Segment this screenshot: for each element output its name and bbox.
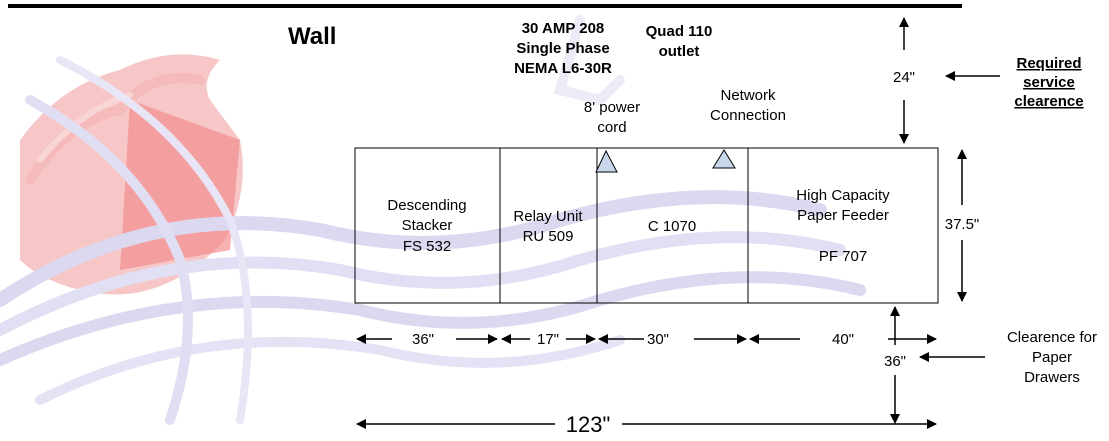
- width-30-value: 30": [647, 331, 669, 348]
- unit-stacker-line-3: FS 532: [403, 238, 451, 255]
- unit-feeder-line-4: PF 707: [819, 248, 867, 265]
- service-clearance-label-3: clearence: [1014, 93, 1083, 110]
- height-dimension: 37.5": [945, 149, 980, 302]
- total-width-dimension: 123": [356, 412, 937, 437]
- network-label-1: Network: [720, 87, 776, 104]
- power-spec-line-1: 30 AMP 208: [522, 20, 605, 37]
- machine-footprint: Descending Stacker FS 532 Relay Unit RU …: [354, 147, 939, 304]
- network-label-2: Connection: [710, 107, 786, 124]
- outlet-spec-line-1: Quad 110: [646, 23, 713, 40]
- width-17-value: 17": [537, 331, 559, 348]
- power-cord-marker: [595, 149, 618, 173]
- network-marker: [712, 149, 736, 169]
- unit-relay-line-2: RU 509: [523, 228, 574, 245]
- width-36-value: 36": [412, 331, 434, 348]
- drawer-clearance-label-1: Clearence for: [1007, 329, 1097, 346]
- power-spec: 30 AMP 208 Single Phase NEMA L6-30R: [514, 20, 612, 77]
- unit-width-dimensions: 36" 17" 30" 40": [356, 331, 937, 348]
- service-clearance-value: 24": [893, 69, 915, 86]
- service-clearance-label-2: service: [1023, 74, 1075, 91]
- unit-feeder-line-2: Paper Feeder: [797, 207, 889, 224]
- outlet-spec: Quad 110 outlet: [646, 23, 713, 60]
- wall-label: Wall: [288, 23, 336, 50]
- service-clearance: 24" Required service clearence: [893, 17, 1084, 144]
- unit-stacker-line-1: Descending: [387, 197, 466, 214]
- drawer-clearance-label-3: Drawers: [1024, 369, 1080, 386]
- unit-main-line-1: C 1070: [648, 218, 696, 235]
- service-clearance-label-1: Required: [1016, 55, 1081, 72]
- drawer-clearance: 36" Clearence for Paper Drawers: [884, 306, 1097, 424]
- power-spec-line-2: Single Phase: [516, 40, 609, 57]
- unit-feeder-line-1: High Capacity: [796, 187, 890, 204]
- drawer-clearance-value: 36": [884, 353, 906, 370]
- unit-relay-line-1: Relay Unit: [513, 208, 583, 225]
- width-40-value: 40": [832, 331, 854, 348]
- unit-stacker-line-2: Stacker: [402, 217, 453, 234]
- power-cord-label-1: 8' power: [584, 99, 640, 116]
- watermark-logo: [0, 15, 866, 425]
- total-width-value: 123": [566, 412, 611, 437]
- drawer-clearance-label-2: Paper: [1032, 349, 1072, 366]
- height-value: 37.5": [945, 216, 980, 233]
- footprint-outline: [354, 147, 939, 304]
- power-cord-label-2: cord: [597, 119, 626, 136]
- power-spec-line-3: NEMA L6-30R: [514, 60, 612, 77]
- outlet-spec-line-2: outlet: [659, 43, 700, 60]
